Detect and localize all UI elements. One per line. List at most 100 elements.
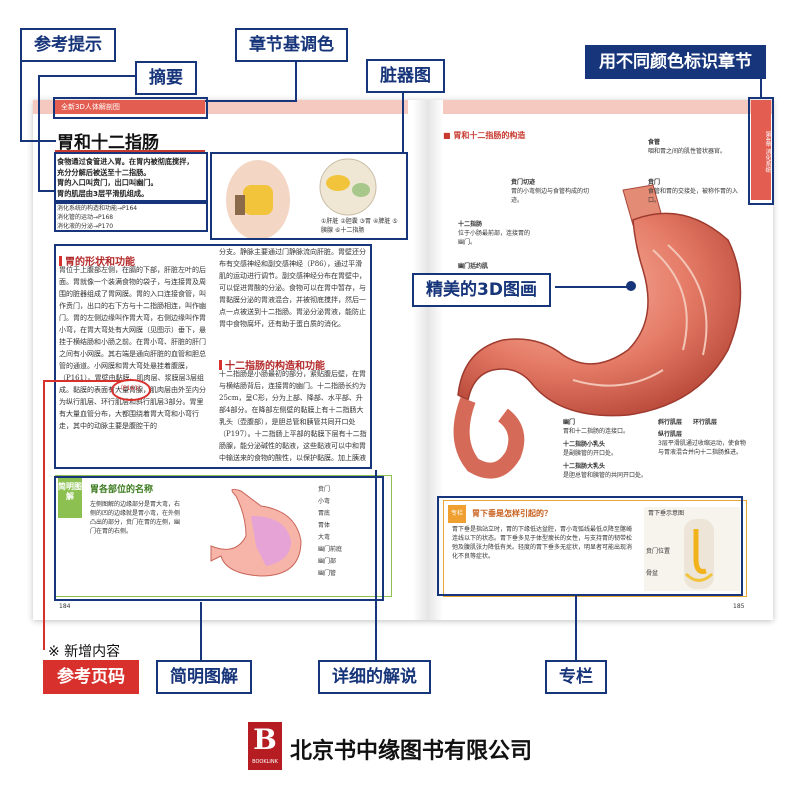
connector-line bbox=[43, 380, 123, 382]
ptosis-figure-svg bbox=[684, 519, 714, 589]
highlight-summary bbox=[54, 152, 208, 202]
label-pylorus: 幽门 胃和十二指肠的连接口。 bbox=[563, 419, 630, 435]
organ-figure: ①肝脏 ②胆囊 ③胃 ④脾脏 ⑤胰腺 ⑥十二指肠 bbox=[213, 155, 403, 240]
muscle-fiber-line bbox=[572, 369, 664, 387]
summary-line: 胃的入口叫贲门，出口叫幽门。 bbox=[57, 178, 158, 187]
connector-line bbox=[20, 40, 22, 140]
book-spread: 全新3D人体解剖图 胃和十二指肠 食物通过食管进入胃。在胃内被彻底搅拌， 充分分… bbox=[33, 100, 773, 620]
stomach-3d-illustration bbox=[453, 184, 742, 479]
highlight-diagram bbox=[54, 476, 384, 601]
callout-detailed-explanation: 详细的解说 bbox=[318, 660, 431, 694]
column-fig-label: 骨盆 bbox=[646, 570, 659, 577]
diagram-title: 胃各部位的名称 bbox=[90, 485, 154, 495]
diagram-label: 大弯 bbox=[318, 534, 331, 541]
organ-crosssection-spleen bbox=[352, 183, 370, 197]
left-header-tab: 全新3D人体解剖图 bbox=[55, 100, 205, 114]
legend-item: ⑥十二指肠 bbox=[334, 227, 365, 234]
callout-abstract: 摘要 bbox=[135, 61, 197, 95]
callout-chapter-color: 章节基调色 bbox=[235, 28, 348, 62]
legend-item: ③胃 bbox=[359, 218, 372, 225]
label-cardia: 贲门 食管和胃的交接处，被称作胃的入口。 bbox=[648, 179, 739, 204]
simple-diagram-box: 简明图解 胃各部位的名称 左侧图解的边缘部分是胃大弯，右侧的凹的边缘就是胃小弯，… bbox=[55, 475, 392, 597]
organ-legend: ①肝脏 ②胆囊 ③胃 ④脾脏 ⑤胰腺 ⑥十二指肠 bbox=[321, 217, 403, 235]
right-header-band bbox=[443, 100, 773, 114]
organ-liver-shape bbox=[235, 195, 245, 215]
callout-reference-page: 参考页码 bbox=[43, 660, 139, 694]
publisher-name: 北京书中缘图书有限公司 bbox=[290, 739, 533, 764]
label-major-papilla: 十二指肠大乳头 是胆总管和胰管的共同开口处。 bbox=[563, 463, 648, 479]
reference-line: 消化管的运动→P168 bbox=[57, 214, 114, 221]
summary-line: 充分分解后被送至十二指肠。 bbox=[57, 167, 151, 177]
section2-title: 十二指肠的构造和功能 bbox=[219, 354, 325, 373]
stomach-diagram-svg bbox=[210, 488, 302, 577]
diagram-label: 幽门部 bbox=[318, 558, 337, 565]
right-page-number: 185 bbox=[733, 603, 745, 610]
connector-line bbox=[43, 380, 45, 650]
section1-title: 胃的形状和功能 bbox=[59, 250, 135, 269]
label-longitudinal-muscle: 纵行肌层 3层平滑肌通过收缩运动，使食物与胃液混合并向十二指肠推进。 bbox=[658, 431, 746, 456]
new-reference-circle bbox=[111, 379, 151, 401]
connector-line bbox=[575, 596, 577, 662]
legend-item: ⑤胰腺 bbox=[321, 218, 398, 234]
reference-line: 消化液的分泌→P170 bbox=[57, 223, 114, 230]
connector-line bbox=[205, 100, 297, 102]
stomach-ptosis-shape bbox=[693, 529, 707, 574]
muscle-fiber-line bbox=[667, 244, 708, 356]
legend-item: ②胆囊 bbox=[340, 218, 358, 225]
stomach-body-region bbox=[251, 516, 291, 566]
reference-lines: 消化系统的构造和功能→P164 消化管的运动→P168 消化液的分泌→P170 bbox=[57, 204, 207, 231]
organ-crosssection-stomach bbox=[326, 175, 350, 191]
connector-line bbox=[38, 75, 138, 77]
column-box: 专栏 胃下垂是怎样引起的？ 胃下垂是指站立时，胃的下缘低达盆腔，胃小弯弧线最低点… bbox=[443, 500, 747, 597]
new-content-note: ※ 新增内容 bbox=[48, 644, 121, 660]
diagram-label: 贲门 bbox=[318, 486, 331, 493]
legend-item: ①肝脏 bbox=[321, 218, 339, 225]
logo-letter: B bbox=[253, 723, 277, 756]
connector-line bbox=[200, 602, 202, 662]
diagram-label: 幽门前庭 bbox=[318, 546, 343, 553]
highlight-chapter-tab bbox=[748, 97, 774, 205]
connector-line bbox=[38, 190, 56, 192]
summary-block: 食物通过食管进入胃。在胃内被彻底搅拌， 充分分解后被送至十二指肠。 胃的入口叫贲… bbox=[57, 157, 207, 199]
muscle-fiber-line bbox=[652, 249, 688, 351]
pelvis-shape bbox=[684, 572, 714, 582]
column-text: 胃下垂是指站立时，胃的下缘低达盆腔，胃小弯弧线最低点降至髂嵴连线以下的状态。胃下… bbox=[452, 526, 633, 560]
column-tag: 专栏 bbox=[448, 505, 466, 523]
summary-line: 胃的肌层由3层平滑肌组成。 bbox=[57, 188, 149, 198]
highlight-header-tab bbox=[53, 97, 208, 119]
section-marker bbox=[219, 359, 222, 370]
highlight-column bbox=[437, 496, 743, 596]
column-figure: 胃下垂示意图 贲门位置 骨盆 bbox=[644, 507, 740, 591]
label-duodenum: 十二指肠 位于小肠最前部，连接胃的幽门。 bbox=[458, 221, 531, 246]
organ-stomach-shape bbox=[243, 185, 273, 215]
label-cardiac-notch: 贲门切迹 胃的小弯侧边与食管构成的切迹。 bbox=[511, 179, 590, 204]
connector-line bbox=[295, 56, 297, 101]
left-page-number: 184 bbox=[59, 603, 71, 610]
simple-diagram-label: 简明图解 bbox=[58, 478, 82, 518]
callout-reference-hint: 参考提示 bbox=[20, 28, 116, 62]
text-column-2: 分支。静脉主要通过门静脉流向肝脏。胃壁还分布有交感神经和副交感神经（P86），通… bbox=[219, 248, 366, 328]
diagram-label: 小弯 bbox=[318, 498, 331, 505]
reference-line: 消化系统的构造和功能→P164 bbox=[57, 205, 138, 212]
diagram-label: 胃体 bbox=[318, 522, 331, 529]
logo-text: BOOKLINK bbox=[252, 759, 278, 765]
callout-chapter-colors: 用不同颜色标识章节 bbox=[585, 45, 766, 79]
connector-line bbox=[375, 470, 377, 662]
label-oblique-muscle: 斜行肌层 bbox=[658, 419, 683, 426]
label-esophagus: 食管 咽和胃之间的肌性管状器官。 bbox=[648, 139, 727, 155]
body-silhouette bbox=[684, 519, 714, 589]
label-circular-muscle: 环行肌层 bbox=[693, 419, 718, 426]
diagram-label: 胃底 bbox=[318, 510, 331, 517]
column-figure-title: 胃下垂示意图 bbox=[648, 510, 685, 517]
callout-fine-3d: 精美的3D图画 bbox=[412, 273, 551, 307]
label-minor-papilla: 十二指肠小乳头 是副胰管的开口处。 bbox=[563, 441, 618, 457]
chapter-tab: 第4章 消化系统 bbox=[751, 100, 771, 200]
callout-organ-figure: 脏器图 bbox=[366, 59, 445, 93]
right-section-title: ■ 胃和十二指肠的构造 bbox=[443, 131, 526, 140]
column-title: 胃下垂是怎样引起的？ bbox=[472, 509, 552, 518]
connector-line bbox=[555, 286, 635, 288]
organ-figure-svg bbox=[226, 158, 377, 240]
connector-dot bbox=[626, 281, 636, 291]
connector-line bbox=[38, 75, 40, 190]
callout-column: 专栏 bbox=[545, 660, 607, 694]
